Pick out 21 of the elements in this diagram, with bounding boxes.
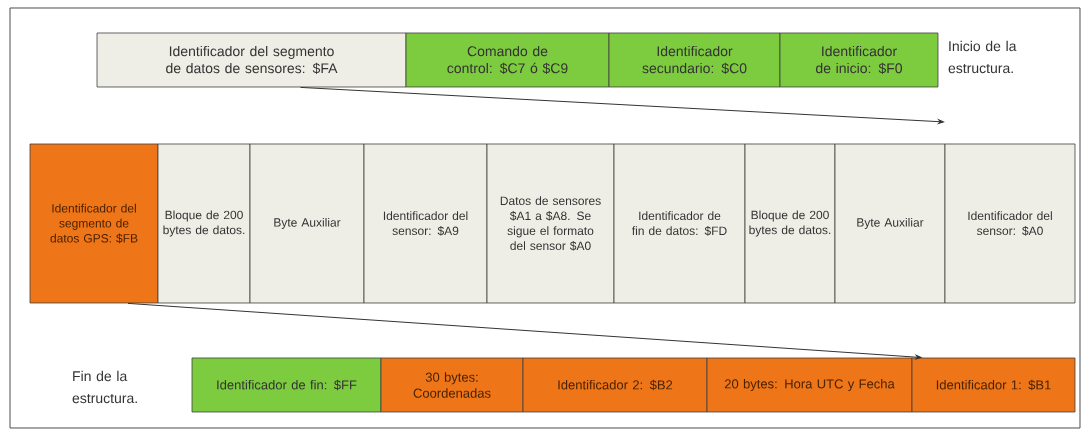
field-box: Identificador del sensor: $A0 (944, 143, 1076, 304)
field-box: 20 bytes: Hora UTC y Fecha (706, 357, 913, 413)
field-box: Identificador del segmento de datos GPS: $FB (29, 143, 159, 304)
arrow (300, 86, 945, 125)
field-box: Identificador 2: $B2 (522, 357, 708, 413)
field-box: Byte Auxiliar (249, 143, 365, 304)
field-box: Identificador secundario: $C0 (608, 32, 781, 88)
field-box: Identificador del segmento de datos de sensores: $FA (96, 32, 407, 88)
field-box: Datos de sensores $A1 a $A8. Se sigue el formato del sensor $A0 (486, 143, 615, 304)
note-text: Fin de la estructura. (72, 370, 137, 404)
field-box: Identificador de fin de datos: $FD (613, 143, 746, 304)
arrow (127, 302, 922, 360)
field-box: Byte Auxiliar (834, 143, 946, 304)
field-box: Identificador de inicio: $F0 (779, 32, 939, 88)
field-box: Identificador del sensor: $A9 (363, 143, 488, 304)
field-box: Identificador de fin: $FF (191, 357, 382, 413)
field-box: Bloque de 200 bytes de datos. (744, 143, 836, 304)
field-box: Bloque de 200 bytes de datos. (157, 143, 251, 304)
field-box: 30 bytes: Coordenadas (380, 357, 524, 413)
field-box: Comando de control: $C7 ó $C9 (405, 32, 610, 88)
field-box: Identificador 1: $B1 (911, 357, 1076, 413)
